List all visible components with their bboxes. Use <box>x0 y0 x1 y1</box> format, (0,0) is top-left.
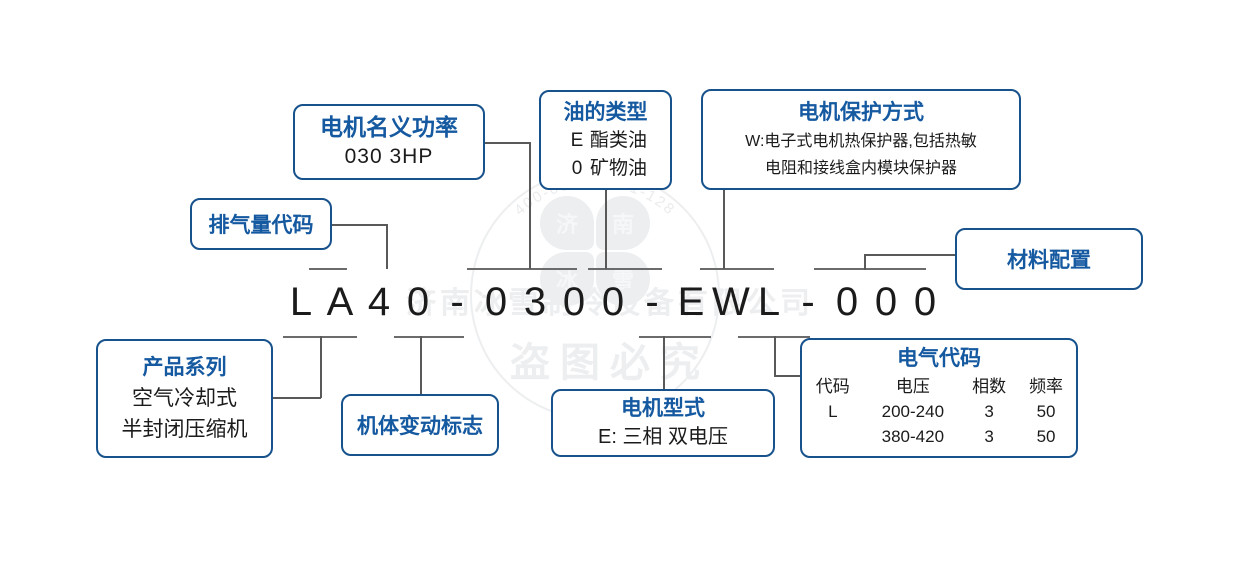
leader-displacement-horizontal <box>332 224 387 226</box>
table-header-row: 代码 电压 相数 频率 <box>802 374 1076 399</box>
callout-product-series: 产品系列 空气冷却式 半封闭压缩机 <box>96 339 273 458</box>
code-char-0: L <box>289 279 313 324</box>
leader-material-horizontal <box>864 254 956 256</box>
electrical-code-table: 代码 电压 相数 频率 L 200-240 3 50 380-420 3 50 <box>802 374 1076 449</box>
code-char-6: 3 <box>523 279 547 324</box>
code-char-1: A <box>326 279 354 324</box>
code-char-10: E <box>677 279 705 324</box>
oil-type-row: E 酯类油 <box>564 127 647 155</box>
electrical-cell-code-0: L <box>828 402 838 421</box>
overline-bar-power <box>467 268 577 270</box>
leader-electrical-horizontal <box>774 375 801 377</box>
electrical-cell-voltage-0: 200-240 <box>881 402 945 421</box>
leader-displacement-vertical <box>386 224 388 269</box>
code-char-15: 0 <box>874 279 898 324</box>
code-char-3: 0 <box>406 279 430 324</box>
electrical-cell-phase-0: 3 <box>984 402 994 421</box>
leader-electrical-vertical <box>774 336 776 376</box>
electrical-header-voltage: 电压 <box>895 377 930 396</box>
leader-series-vertical <box>320 336 322 398</box>
callout-motor-type-title: 电机型式 <box>621 396 705 420</box>
code-char-14: 0 <box>835 279 859 324</box>
callout-product-series-line2: 半封闭压缩机 <box>121 418 248 441</box>
oil-type-row: 0 矿物油 <box>564 155 647 183</box>
callout-displacement-code-title: 排气量代码 <box>208 214 314 237</box>
leader-power-vertical <box>529 142 531 269</box>
oil-type-desc-0: 酯类油 <box>589 129 647 151</box>
oil-type-desc-1: 矿物油 <box>589 157 647 179</box>
leader-series-horizontal <box>272 397 321 399</box>
callout-oil-type-title: 油的类型 <box>563 100 648 124</box>
overline-bar-displacement <box>309 268 347 270</box>
callout-motor-protection-title: 电机保护方式 <box>798 100 924 124</box>
electrical-header-code: 代码 <box>815 377 850 396</box>
callout-material-configuration: 材料配置 <box>955 228 1143 290</box>
code-char-16: 0 <box>913 279 937 324</box>
callout-product-series-line1: 空气冷却式 <box>132 387 237 410</box>
code-char-4: - <box>450 279 464 324</box>
callout-oil-type: 油的类型 E 酯类油 0 矿物油 <box>539 90 672 190</box>
electrical-cell-voltage-1: 380-420 <box>881 427 945 446</box>
callout-electrical-code-title: 电气代码 <box>897 347 981 370</box>
table-row: 380-420 3 50 <box>802 424 1076 449</box>
code-char-7: 0 <box>562 279 586 324</box>
watermark-flower-char-1: 济 <box>555 212 578 237</box>
callout-motor-nominal-power-value: 030 3HP <box>344 145 434 168</box>
code-char-2: 4 <box>367 279 391 324</box>
callout-product-series-title: 产品系列 <box>142 356 227 379</box>
electrical-header-frequency: 频率 <box>1029 377 1064 396</box>
leader-material-vertical <box>864 254 866 270</box>
oil-type-code-0: E <box>570 129 584 151</box>
callout-motor-nominal-power: 电机名义功率 030 3HP <box>293 104 485 180</box>
underline-bar-body-change <box>394 336 464 338</box>
callout-material-configuration-title: 材料配置 <box>1007 249 1091 272</box>
callout-motor-protection-line1: W:电子式电机热保护器,包括热敏 <box>745 132 977 150</box>
leader-power-horizontal <box>485 142 530 144</box>
table-row: L 200-240 3 50 <box>802 399 1076 424</box>
callout-motor-type-value: E: 三相 双电压 <box>597 425 728 448</box>
electrical-cell-code-1 <box>802 424 864 449</box>
callout-motor-nominal-power-title: 电机名义功率 <box>320 114 458 140</box>
electrical-cell-frequency-1: 50 <box>1036 427 1056 446</box>
code-char-12: L <box>757 279 781 324</box>
electrical-cell-phase-1: 3 <box>984 427 994 446</box>
overline-bar-material <box>814 268 926 270</box>
model-code-string: L A 4 0 - 0 3 0 0 - E W L - 0 0 0 <box>283 278 943 326</box>
code-char-5: 0 <box>484 279 508 324</box>
callout-electrical-code: 电气代码 代码 电压 相数 频率 L 200-240 3 50 380-420 … <box>800 338 1078 458</box>
electrical-cell-frequency-0: 50 <box>1036 402 1056 421</box>
watermark-warning-text: 盗图必究 <box>510 341 710 385</box>
electrical-header-phase: 相数 <box>972 377 1007 396</box>
code-char-13: - <box>801 279 815 324</box>
code-char-8: 0 <box>601 279 625 324</box>
callout-motor-protection: 电机保护方式 W:电子式电机热保护器,包括热敏 电阻和接线盒内模块保护器 <box>701 89 1021 190</box>
overline-bar-oil <box>588 268 662 270</box>
oil-type-code-1: 0 <box>571 157 583 179</box>
callout-body-change-marking: 机体变动标志 <box>341 394 499 456</box>
leader-body-change-vertical <box>420 336 422 395</box>
leader-oil-vertical <box>605 190 607 269</box>
leader-motor-type-vertical <box>663 336 665 390</box>
callout-displacement-code: 排气量代码 <box>190 198 332 250</box>
code-char-11: W <box>712 279 750 324</box>
leader-protection-vertical <box>723 190 725 269</box>
underline-bar-motor-type <box>639 336 711 338</box>
overline-bar-protection <box>700 268 774 270</box>
callout-body-change-marking-title: 机体变动标志 <box>357 415 483 438</box>
code-char-9: - <box>645 279 659 324</box>
callout-motor-protection-line2: 电阻和接线盒内模块保护器 <box>764 159 957 177</box>
callout-motor-type: 电机型式 E: 三相 双电压 <box>551 389 775 457</box>
